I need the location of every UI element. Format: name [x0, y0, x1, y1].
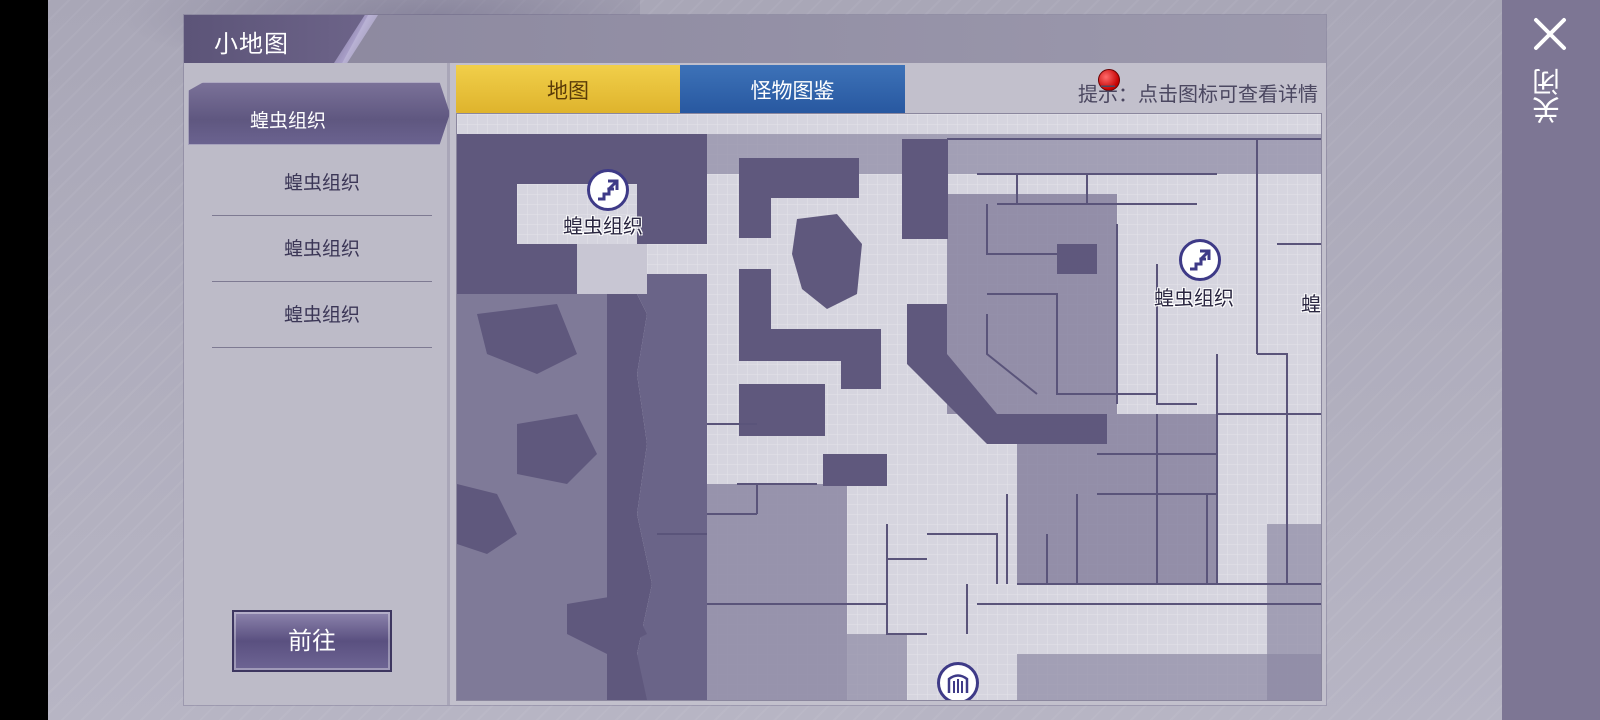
stairs-up-icon[interactable] [587, 169, 629, 211]
tab-monster-guide-label: 怪物图鉴 [750, 79, 835, 103]
close-label[interactable]: 关闭 [1531, 68, 1564, 124]
map-view[interactable]: 蝗虫组织 蝗虫组织 蝗 [456, 113, 1322, 701]
close-icon[interactable] [1532, 16, 1568, 52]
area-list-item[interactable]: 蝗虫组织 [212, 217, 432, 282]
active-area-label: 蝗虫组织 [250, 110, 327, 132]
marker-label: 蝗虫组织 [1154, 286, 1234, 310]
minimap-window: 小地图 蝗虫组织 蝗虫组织 蝗虫组织 蝗虫组织 前往 地图 怪物图鉴 提示：点击… [184, 15, 1326, 705]
map-layout [457, 114, 1321, 700]
stairs-up-icon[interactable] [1179, 239, 1221, 281]
area-list-item[interactable]: 蝗虫组织 [212, 151, 432, 216]
marker-label: 蝗虫组织 [563, 214, 643, 238]
window-title: 小地图 [214, 30, 289, 58]
go-button[interactable]: 前往 [232, 610, 392, 672]
hint-text: 提示：点击图标可查看详情 [1078, 82, 1318, 106]
stairs-up-glyph [1190, 249, 1211, 271]
gate-glyph [947, 674, 969, 693]
marker-label-partial: 蝗 [1301, 292, 1321, 316]
area-list-active-item[interactable]: 蝗虫组织 [188, 82, 450, 145]
title-tab [184, 15, 368, 63]
stairs-up-glyph [598, 179, 619, 201]
gate-icon[interactable] [937, 662, 979, 700]
notification-dot [1098, 69, 1120, 91]
tab-monster-guide[interactable]: 怪物图鉴 [680, 65, 1120, 115]
title-bar: 小地图 [184, 15, 1326, 63]
area-list: 蝗虫组织 蝗虫组织 蝗虫组织 蝗虫组织 前往 [184, 63, 450, 705]
close-panel[interactable]: 关闭 [1502, 0, 1600, 720]
area-list-item[interactable]: 蝗虫组织 [212, 283, 432, 348]
